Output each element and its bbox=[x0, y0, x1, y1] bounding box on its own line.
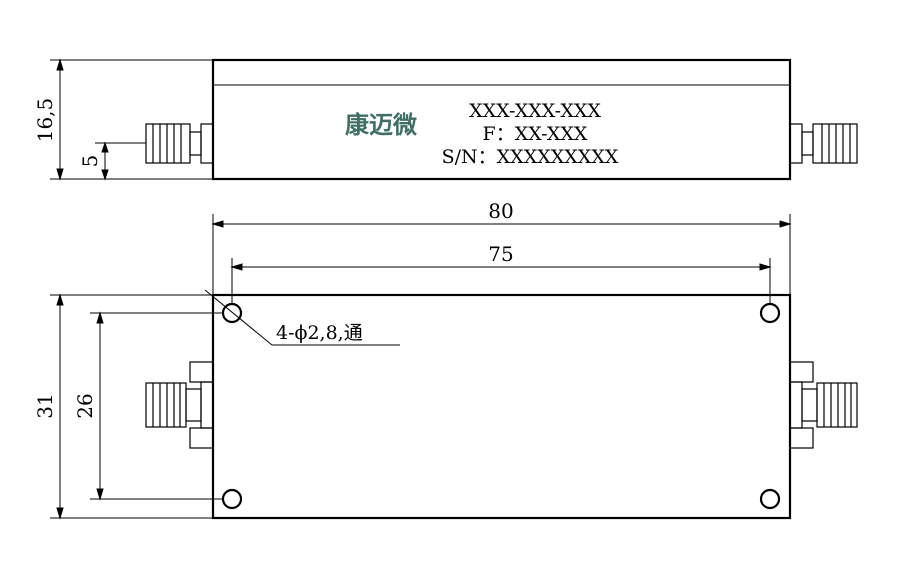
connector-height-dimension-label: 5 bbox=[78, 155, 102, 168]
overall-width-label: 31 bbox=[33, 393, 57, 418]
mounting-hole-bottom-right bbox=[759, 488, 781, 510]
hole-callout-label: 4-ϕ2,8,通 bbox=[276, 322, 363, 344]
part-number: XXX-XXX-XXX bbox=[469, 100, 601, 122]
hole-spacing-length-label: 75 bbox=[488, 242, 513, 266]
height-dimension-label: 16,5 bbox=[33, 98, 57, 143]
left-connector-top bbox=[145, 361, 214, 449]
left-connector-side bbox=[145, 123, 214, 164]
frequency-line: F：XX-XXX bbox=[483, 123, 588, 145]
overall-length-dimension bbox=[211, 214, 792, 295]
right-connector-side bbox=[789, 123, 858, 164]
hole-callout-leader bbox=[204, 289, 400, 346]
mounting-hole-top-right bbox=[759, 302, 781, 324]
hole-spacing-width-label: 26 bbox=[73, 393, 97, 418]
right-connector-top bbox=[789, 361, 858, 449]
connector-height-dimension bbox=[95, 141, 146, 181]
side-view bbox=[50, 58, 858, 181]
brand-logo: 康迈微 bbox=[345, 111, 417, 139]
hole-spacing-length-dimension bbox=[230, 258, 772, 304]
serial-line: S/N：XXXXXXXXX bbox=[442, 146, 619, 168]
height-dimension bbox=[50, 58, 213, 181]
side-view-body bbox=[211, 58, 792, 181]
overall-length-label: 80 bbox=[488, 199, 513, 223]
overall-width-dimension bbox=[50, 293, 213, 520]
mounting-hole-bottom-left bbox=[221, 488, 243, 510]
hole-spacing-width-dimension bbox=[90, 311, 223, 501]
top-view bbox=[50, 214, 858, 520]
